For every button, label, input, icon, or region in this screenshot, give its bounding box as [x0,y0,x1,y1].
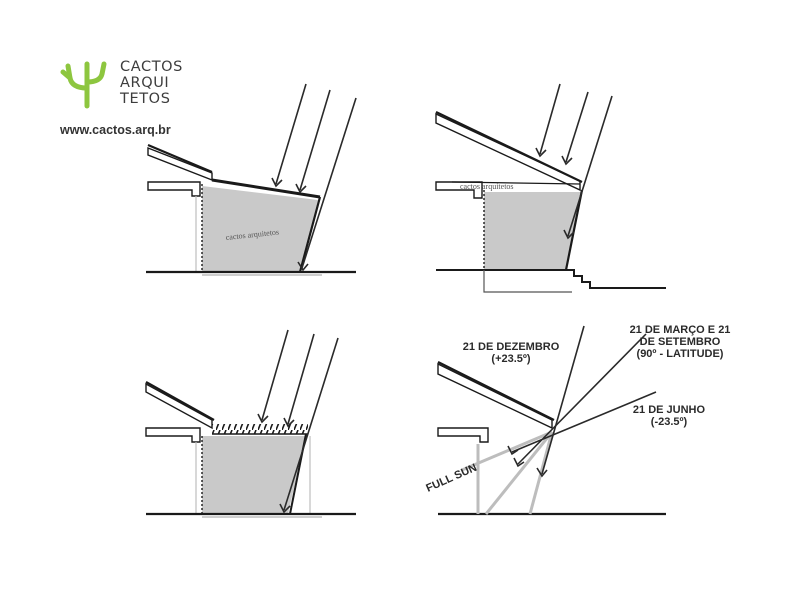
sun-rays [271,83,357,272]
panel-solar-angles: 21 DE DEZEMBRO (+23.5º) 21 DE MARÇO E 21… [424,324,731,516]
roof-slab [435,112,581,192]
sloped-glazing [211,178,321,199]
roof-slab [147,146,213,182]
label-marco: 21 DE MARÇO E 21 [630,324,731,336]
panel-brise [145,329,356,518]
ceiling-slab [145,427,201,443]
watermark: cactos arquitetos [460,182,514,191]
roof-slab [145,382,213,430]
brand-line-3: TETOS [120,91,171,107]
ceiling-slab [437,427,489,443]
label-setembro: DE SETEMBRO [640,336,721,348]
label-dezembro: 21 DE DEZEMBRO [463,341,560,353]
sun-rays [535,83,613,240]
label-latitude: (90º - LATITUDE) [637,348,724,360]
wall-section [202,436,306,514]
label-dezembro-angle: (+23.5º) [491,353,531,365]
roof-slab [437,362,553,430]
label-full-sun: FULL SUN [424,462,478,495]
sun-rays [507,325,657,478]
brise-soleil [212,424,308,434]
ceiling-slab [147,181,201,197]
wall-section [202,186,318,272]
floor-steps [436,269,666,289]
website-link[interactable]: www.cactos.arq.br [60,123,171,137]
sun-rays [257,329,339,514]
panel-sloped-glass: cactos arquitetos [146,83,357,276]
cactus-icon [60,61,107,109]
brand-line-2: ARQUI [120,75,170,91]
brand-name: CACTOS ARQUI TETOS [120,59,183,107]
wall-section [484,192,582,270]
label-junho-angle: (-23.5º) [651,416,688,428]
roof-line [147,143,213,174]
brand-line-1: CACTOS [120,59,183,75]
panel-overhang: cactos arquitetos [435,83,666,293]
label-junho: 21 DE JUNHO [633,404,706,416]
